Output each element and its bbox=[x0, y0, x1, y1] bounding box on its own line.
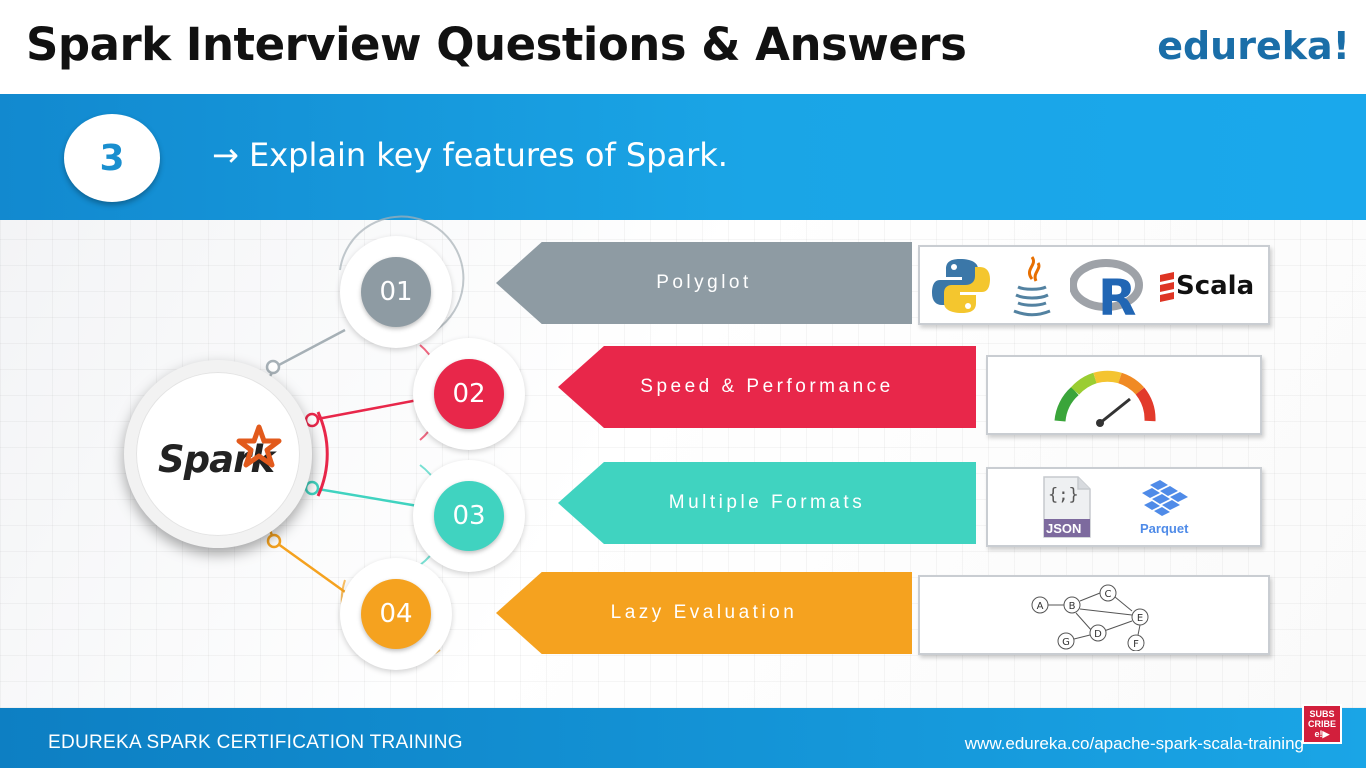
feature-badge-02: 02 bbox=[413, 338, 525, 450]
question-text: → Explain key features of Spark. bbox=[212, 136, 728, 174]
json-file-icon bbox=[1043, 476, 1091, 538]
java-icon bbox=[1013, 256, 1051, 317]
parquet-icon bbox=[1142, 480, 1188, 516]
feature-badge-01: 01 bbox=[340, 236, 452, 348]
lazy-evaluation-icon-box: A B C D E F G bbox=[918, 575, 1270, 655]
play-icon: e!▶ bbox=[1314, 729, 1330, 739]
speedometer-icon bbox=[1054, 370, 1156, 427]
json-label: JSON bbox=[1046, 521, 1082, 536]
formats-icon-box: {;} JSON Parquet bbox=[986, 467, 1262, 547]
scala-label: Scala bbox=[1176, 271, 1255, 301]
speed-icon-box bbox=[986, 355, 1262, 435]
feature-banner-polyglot: Polyglot bbox=[496, 242, 912, 324]
spark-star-icon bbox=[236, 424, 282, 468]
json-glyph: {;} bbox=[1048, 485, 1079, 505]
parquet-label: Parquet bbox=[1140, 521, 1189, 536]
feature-number: 03 bbox=[434, 481, 504, 551]
feature-number: 02 bbox=[434, 359, 504, 429]
svg-text:D: D bbox=[1094, 629, 1102, 640]
svg-text:B: B bbox=[1069, 601, 1076, 612]
feature-number: 04 bbox=[361, 579, 431, 649]
feature-banner-formats: Multiple Formats bbox=[558, 462, 976, 544]
footer-bar bbox=[0, 708, 1366, 768]
svg-text:G: G bbox=[1062, 637, 1070, 648]
feature-label: Speed & Performance bbox=[640, 376, 894, 397]
scala-icon bbox=[1160, 272, 1174, 302]
svg-text:R: R bbox=[1098, 269, 1137, 321]
spark-hub: Spark bbox=[124, 360, 312, 548]
slide-title: Spark Interview Questions & Answers bbox=[26, 18, 967, 71]
polyglot-icons-box: R Scala bbox=[918, 245, 1270, 325]
svg-text:E: E bbox=[1137, 613, 1143, 624]
question-number-badge: 3 bbox=[64, 114, 160, 202]
subscribe-button[interactable]: SUBS CRIBE e!▶ bbox=[1302, 704, 1342, 744]
footer-url[interactable]: www.edureka.co/apache-spark-scala-traini… bbox=[964, 734, 1304, 753]
python-icon bbox=[932, 259, 990, 313]
svg-text:F: F bbox=[1133, 639, 1139, 650]
r-language-icon: R bbox=[1070, 259, 1143, 321]
feature-badge-04: 04 bbox=[340, 558, 452, 670]
question-band bbox=[0, 94, 1366, 220]
feature-number: 01 bbox=[361, 257, 431, 327]
feature-label: Multiple Formats bbox=[668, 492, 866, 513]
feature-banner-lazy: Lazy Evaluation bbox=[496, 572, 912, 654]
feature-banner-speed: Speed & Performance bbox=[558, 346, 976, 428]
footer-course-title: EDUREKA SPARK CERTIFICATION TRAINING bbox=[48, 732, 463, 753]
feature-label: Polyglot bbox=[656, 272, 752, 293]
svg-text:A: A bbox=[1037, 601, 1044, 612]
dag-diagram-icon: A B C D E F G bbox=[1031, 584, 1149, 651]
svg-text:C: C bbox=[1105, 589, 1112, 600]
edureka-logo: edureka! bbox=[1157, 24, 1350, 68]
feature-label: Lazy Evaluation bbox=[610, 602, 798, 623]
feature-badge-03: 03 bbox=[413, 460, 525, 572]
question-number: 3 bbox=[99, 137, 125, 179]
